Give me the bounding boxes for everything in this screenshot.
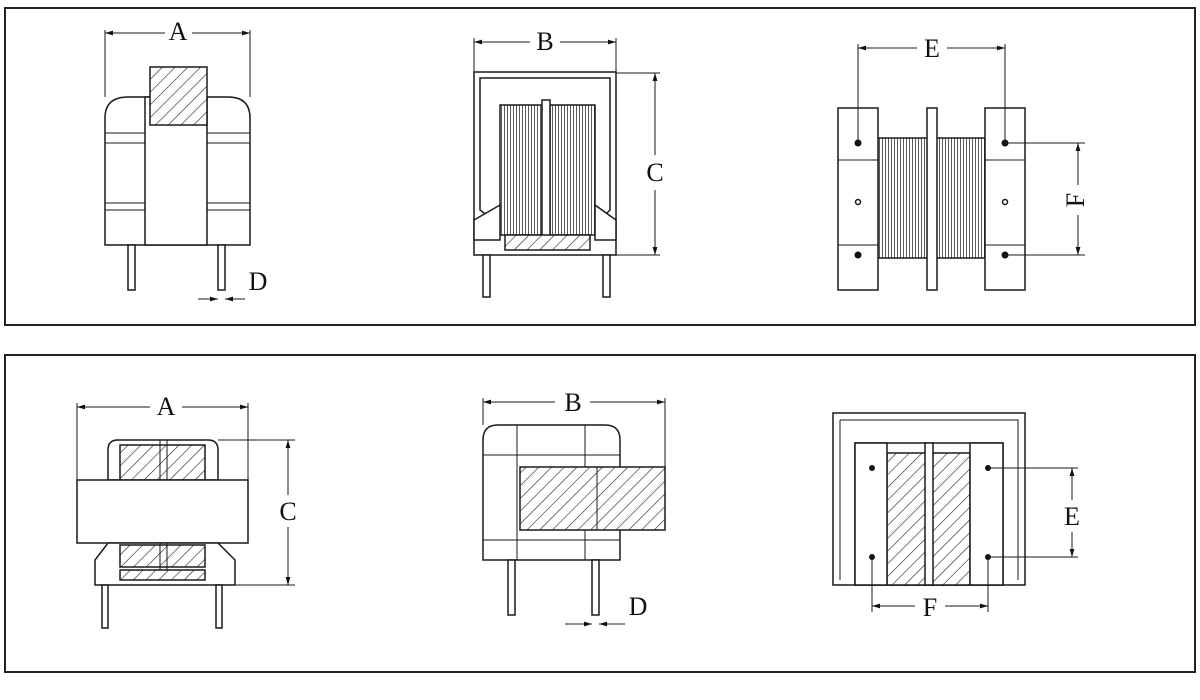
dimension-label-f: F [1061, 193, 1090, 207]
bottom-middle-front-view: B D [482, 388, 666, 627]
dimension-label-a-bottom: A [157, 392, 176, 421]
top-right-bottom-view: E F [837, 34, 1090, 291]
dimension-label-e: E [924, 34, 940, 63]
top-middle-front-view: B C [473, 27, 664, 298]
bottom-panel: A C B D [4, 354, 1196, 673]
bottom-right-bottom-view: E F [832, 412, 1080, 622]
dimension-label-f-bottom: F [923, 593, 937, 622]
bottom-left-side-view: A C [76, 392, 297, 629]
dimension-label-b: B [536, 27, 553, 56]
top-left-side-view: A D [104, 17, 268, 302]
dimension-label-b-bottom: B [564, 388, 581, 417]
dimension-label-c: C [646, 158, 663, 187]
dimension-label-d: D [249, 267, 268, 296]
dimension-label-c-bottom: C [279, 497, 296, 526]
dimension-label-a: A [169, 17, 188, 46]
dimension-label-e-bottom: E [1064, 502, 1080, 531]
dimension-label-d-bottom: D [629, 592, 648, 621]
top-panel: A D B C [4, 7, 1196, 326]
